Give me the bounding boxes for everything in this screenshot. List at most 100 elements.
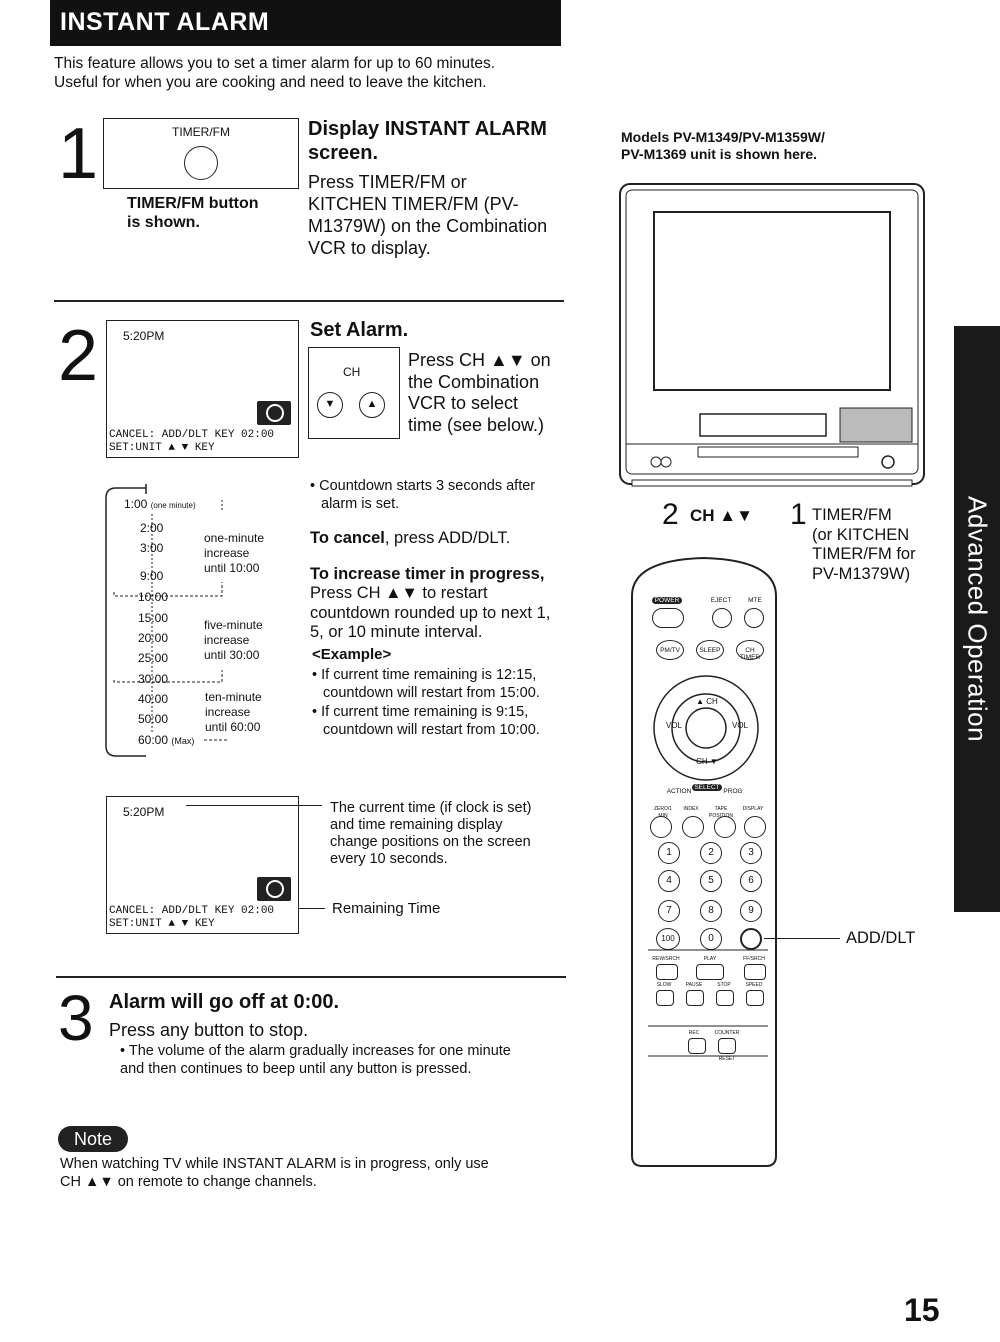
zero-button[interactable]: [650, 816, 672, 838]
press-line: Press CH ▲▼ on: [408, 350, 551, 370]
mte-button[interactable]: [744, 608, 764, 628]
body-line: Press TIMER/FM or: [308, 172, 467, 192]
example-1: • If current time remaining is 12:15, co…: [312, 666, 540, 702]
group-line: increase: [205, 705, 251, 719]
note-text: When watching TV while INSTANT ALARM is …: [60, 1155, 489, 1191]
slow-label: SLOW: [656, 982, 672, 988]
btn-label: PM/TV: [660, 647, 680, 654]
note-line: change positions on the screen: [330, 834, 531, 850]
speed-button[interactable]: [746, 990, 764, 1006]
tick-label: 9:00: [140, 569, 164, 583]
step2-heading: Set Alarm.: [310, 319, 409, 341]
example-heading: <Example>: [312, 646, 392, 663]
press-line: time (see below.): [408, 414, 545, 435]
note-line: When watching TV while INSTANT ALARM is …: [60, 1156, 489, 1172]
tick-label: 1:00: [124, 497, 148, 511]
tape-position-button[interactable]: [714, 816, 736, 838]
digit-1-button[interactable]: 1: [658, 842, 680, 864]
btn-label: SLEEP: [699, 647, 721, 654]
digit-8-button[interactable]: 8: [700, 900, 722, 922]
example-2: • If current time remaining is 9:15, cou…: [312, 703, 540, 739]
ch-button-illustration: CH ▼ ▲: [308, 347, 400, 439]
tick-label: 60:00: [138, 733, 169, 747]
screen-line: SET:UNIT ▲ ▼ KEY: [109, 918, 215, 930]
pmtv-button[interactable]: PM/TV: [656, 640, 684, 660]
slow-button[interactable]: [656, 990, 674, 1006]
tick-note: (Max): [171, 736, 195, 746]
digit-5-button[interactable]: 5: [700, 870, 722, 892]
action-label: ACTION: [666, 788, 692, 795]
cancel-text: To cancel, press ADD/DLT.: [310, 528, 510, 548]
body-line: M1379W) on the Combination: [308, 216, 548, 236]
callout-ch: CH ▲▼: [690, 506, 753, 525]
index-button[interactable]: [682, 816, 704, 838]
body-line: KITCHEN TIMER/FM (PV-: [308, 194, 519, 214]
callout-number: 1: [790, 498, 807, 531]
group-line: until 60:00: [205, 720, 261, 734]
callout-line: (or KITCHEN: [812, 525, 910, 544]
digit-4-button[interactable]: 4: [658, 870, 680, 892]
group-line: increase: [204, 546, 250, 560]
digit-100-button[interactable]: 100: [656, 928, 680, 950]
tick-label: 50:00: [138, 712, 169, 726]
pause-label: PAUSE: [685, 982, 703, 988]
tick-label: 25:00: [138, 651, 169, 665]
tv-vcr-drawing: [619, 183, 925, 487]
heading-line: Display INSTANT ALARM: [308, 118, 547, 140]
example-line: countdown will restart from 10:00.: [323, 722, 540, 738]
display-button[interactable]: [744, 816, 766, 838]
example-line: • If current time remaining is 12:15,: [312, 667, 537, 683]
select-label: SELECT: [692, 784, 722, 791]
speed-label: SPEED: [745, 982, 763, 988]
sleep-button[interactable]: SLEEP: [696, 640, 724, 660]
pause-button[interactable]: [686, 990, 704, 1006]
tick-label: 20:00: [138, 631, 169, 645]
models-line: Models PV-M1349/PV-M1359W/: [621, 129, 825, 145]
caption-line: is shown.: [127, 214, 200, 231]
stop-label: STOP: [717, 982, 731, 988]
callout-line: TIMER/FM: [812, 506, 892, 524]
step1-body: Press TIMER/FM or KITCHEN TIMER/FM (PV- …: [308, 171, 547, 259]
increase-heading: To increase timer in progress,: [310, 565, 545, 583]
tick-label: 30:00: [138, 672, 169, 686]
vol-up-label: VOL: [731, 721, 748, 730]
callout-number: 2: [662, 498, 679, 531]
body-line: 5, or 10 minute interval.: [310, 623, 483, 641]
digit-2-button[interactable]: 2: [700, 842, 722, 864]
power-button[interactable]: [652, 608, 684, 628]
group-label: one-minute increase until 10:00: [204, 531, 264, 576]
play-label: PLAY: [703, 956, 717, 962]
play-button[interactable]: [696, 964, 724, 980]
caption-line: TIMER/FM button: [127, 195, 259, 212]
eject-label: EJECT: [710, 597, 732, 604]
eject-button[interactable]: [712, 608, 732, 628]
add-dlt-button[interactable]: [740, 928, 762, 950]
counter-reset-button[interactable]: [718, 1038, 736, 1054]
timeline-start: 1:00 (one minute): [124, 498, 196, 512]
screen-line: CANCEL: ADD/DLT KEY 02:00: [109, 429, 275, 441]
callout-line: PV-M1379W): [812, 564, 911, 583]
button-caption: TIMER/FM button is shown.: [127, 194, 259, 232]
digit-3-button[interactable]: 3: [740, 842, 762, 864]
ff-button[interactable]: [744, 964, 766, 980]
group-line: five-minute: [204, 618, 263, 632]
group-line: increase: [204, 633, 250, 647]
group-line: ten-minute: [205, 690, 262, 704]
digit-6-button[interactable]: 6: [740, 870, 762, 892]
rew-button[interactable]: [656, 964, 678, 980]
timeline-brackets: [105, 484, 228, 757]
ch-timer-button[interactable]: CH TIMER: [736, 640, 764, 661]
press-line: the Combination: [408, 371, 540, 392]
remaining-time-label: Remaining Time: [332, 900, 441, 917]
digit-0-button[interactable]: 0: [700, 928, 722, 950]
ch-label: CH: [696, 757, 708, 766]
rec-button[interactable]: [688, 1038, 706, 1054]
digit-9-button[interactable]: 9: [740, 900, 762, 922]
bullet-line: • The volume of the alarm gradually incr…: [120, 1043, 511, 1059]
tick-label: 15:00: [138, 611, 169, 625]
digit-7-button[interactable]: 7: [658, 900, 680, 922]
screen-time: 5:20PM: [123, 329, 165, 343]
stop-button[interactable]: [716, 990, 734, 1006]
add-dlt-label: ADD/DLT: [846, 929, 916, 947]
group-line: until 30:00: [204, 648, 260, 662]
